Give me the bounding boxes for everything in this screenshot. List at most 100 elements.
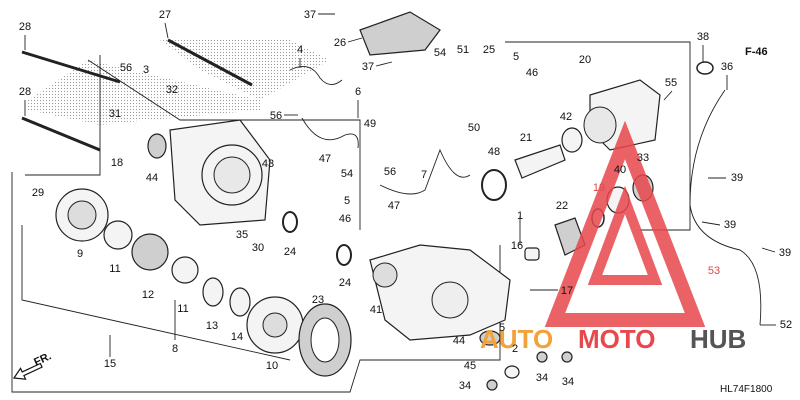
- bracket-part-26: [359, 11, 441, 56]
- oring-part-24b: [336, 244, 352, 266]
- callout-34a: 34: [459, 380, 471, 392]
- callout-2: 2: [512, 343, 518, 355]
- callout-50: 50: [468, 122, 480, 134]
- reference-label: F-46: [745, 46, 768, 58]
- shaft-part-21: [514, 144, 566, 179]
- sensor-wire-part-4: [289, 65, 343, 85]
- callout-45: 45: [464, 360, 476, 372]
- callout-23: 23: [312, 294, 324, 306]
- callout-54b: 54: [434, 47, 446, 59]
- callout-15: 15: [104, 358, 116, 370]
- callout-labels: 28 28 27 37 26 4 37 56 3 32 31 6 56 49 4…: [19, 9, 792, 392]
- callout-8: 8: [172, 343, 178, 355]
- plug-part-16: [524, 247, 540, 261]
- callout-26: 26: [334, 37, 346, 49]
- bolt-28b-shaft: [21, 116, 101, 152]
- callout-38: 38: [697, 31, 709, 43]
- callout-4: 4: [297, 44, 303, 56]
- callout-53: 53: [708, 265, 720, 277]
- callout-51: 51: [457, 44, 469, 56]
- callout-46a: 46: [526, 67, 538, 79]
- callout-5b: 5: [344, 195, 350, 207]
- watermark-logo: [544, 120, 706, 327]
- callout-47a: 47: [319, 153, 331, 165]
- gear-case-bore-2: [431, 281, 469, 319]
- callout-17: 17: [561, 285, 573, 297]
- bolt-28a-shaft: [21, 50, 121, 84]
- ring-gear-part-23-inner: [310, 317, 340, 363]
- callout-56a: 56: [120, 62, 132, 74]
- frame-main: [11, 172, 501, 393]
- callout-29: 29: [32, 187, 44, 199]
- frame-upper: [87, 59, 361, 230]
- bolt-27-shaft: [167, 38, 253, 87]
- frame-lower: [21, 225, 291, 361]
- washer-part-13: [202, 277, 224, 307]
- washer-part-14: [229, 287, 251, 317]
- callout-11b: 11: [177, 303, 188, 315]
- front-arrow: [12, 362, 43, 380]
- hatched-zone-left: [28, 60, 260, 125]
- seal-part-44-lower: [479, 330, 501, 346]
- callout-34b: 34: [536, 372, 548, 384]
- callout-24a: 24: [284, 246, 296, 258]
- callout-12: 12: [142, 289, 154, 301]
- nut-part-34b: [536, 351, 548, 363]
- callout-39b: 39: [724, 219, 736, 231]
- callout-46b: 46: [339, 213, 351, 225]
- watermark-text-auto: AUTO: [480, 324, 553, 354]
- frame-left-inner: [25, 55, 101, 176]
- cage-part-12: [131, 233, 169, 271]
- callout-44a: 44: [146, 172, 158, 184]
- callout-10: 10: [266, 360, 278, 372]
- callout-31: 31: [109, 108, 121, 120]
- callout-44b: 44: [453, 335, 465, 347]
- front-case-bore: [201, 144, 263, 206]
- callout-37b: 37: [362, 61, 374, 73]
- callout-55: 55: [665, 77, 677, 89]
- front-case-bore-inner: [213, 156, 251, 194]
- callout-52: 52: [780, 319, 792, 331]
- callout-30: 30: [252, 242, 264, 254]
- case-part-10-inner: [262, 312, 288, 338]
- callout-49: 49: [364, 118, 376, 130]
- callout-18: 18: [111, 157, 123, 169]
- callout-7: 7: [421, 169, 427, 181]
- callout-37a: 37: [304, 9, 316, 21]
- callout-39a: 39: [731, 172, 743, 184]
- plate-part-11: [103, 220, 133, 250]
- callout-21: 21: [520, 132, 532, 144]
- cable-part-53: [689, 89, 762, 326]
- callout-27: 27: [159, 9, 171, 21]
- callout-54a: 54: [341, 168, 353, 180]
- hub-part-11b: [171, 256, 199, 284]
- callout-28a: 28: [19, 21, 31, 33]
- callout-35: 35: [236, 229, 248, 241]
- callout-40: 40: [614, 164, 626, 176]
- ring-part-9-inner: [67, 200, 97, 230]
- callout-39c: 39: [779, 247, 791, 259]
- callout-47b: 47: [388, 200, 400, 212]
- diagram-code: HL74F1800: [720, 384, 773, 395]
- motor-part-20-face: [583, 106, 617, 144]
- callout-3: 3: [143, 64, 149, 76]
- seal-part-44-upper: [147, 133, 167, 159]
- callout-13: 13: [206, 320, 218, 332]
- callout-56b: 56: [270, 110, 282, 122]
- callout-6: 6: [355, 86, 361, 98]
- callout-5c: 5: [499, 322, 505, 334]
- watermark-text-hub: HUB: [690, 324, 746, 354]
- callout-9: 9: [77, 248, 83, 260]
- nut-part-34a: [486, 379, 498, 391]
- bearing-part-42: [561, 127, 583, 153]
- oring-part-48: [481, 169, 507, 201]
- cap-part-2: [504, 365, 520, 379]
- callout-32: 32: [166, 84, 178, 96]
- callout-56c: 56: [384, 166, 396, 178]
- callout-34c: 34: [562, 376, 574, 388]
- callout-28b: 28: [19, 86, 31, 98]
- hatched-zone-top: [160, 40, 330, 100]
- callout-5a: 5: [513, 51, 519, 63]
- leader-lines: [24, 13, 776, 357]
- callout-19: 19: [593, 182, 605, 194]
